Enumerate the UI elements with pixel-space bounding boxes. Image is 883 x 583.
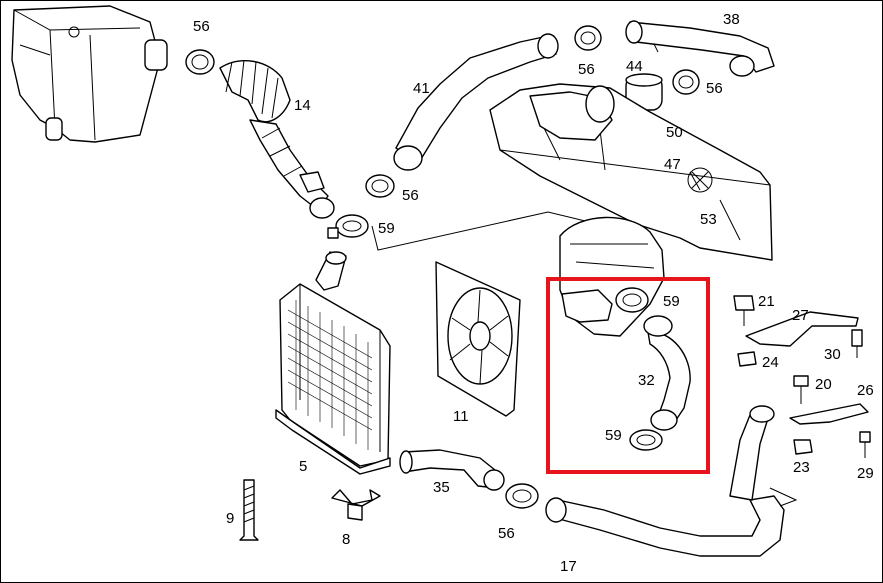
callout-labels: 56 14 41 56 38 44 56 50 56 47 53 59 21 2…	[193, 11, 874, 575]
callout-11: 11	[453, 408, 469, 425]
callout-5: 5	[299, 458, 307, 475]
callout-56: 56	[498, 525, 515, 542]
callout-47: 47	[664, 156, 681, 173]
callout-29: 29	[857, 465, 874, 482]
callout-14: 14	[294, 97, 311, 114]
intercooler-5	[275, 251, 391, 475]
callout-56: 56	[578, 61, 595, 78]
callout-26: 26	[857, 382, 874, 399]
leader-line	[371, 211, 607, 251]
highlight-box	[546, 277, 710, 474]
engine-block	[489, 83, 773, 261]
callout-56: 56	[193, 18, 210, 35]
hose-clamp-56	[185, 25, 700, 509]
callout-20: 20	[815, 376, 832, 393]
bracket-8	[331, 489, 381, 521]
callout-59: 59	[605, 427, 622, 444]
callout-59: 59	[663, 293, 680, 310]
mounting-hardware	[733, 295, 871, 458]
intake-hose-14	[219, 59, 335, 219]
callout-24: 24	[762, 354, 779, 371]
callout-41: 41	[413, 80, 430, 97]
air-filter-housing	[11, 5, 168, 143]
callout-9: 9	[226, 510, 234, 527]
hose-clamp-59	[327, 214, 369, 239]
callout-56: 56	[402, 187, 419, 204]
callout-50: 50	[666, 124, 683, 141]
fan-assembly-11	[435, 261, 521, 417]
callout-17: 17	[560, 558, 577, 575]
callout-23: 23	[793, 459, 810, 476]
callout-35: 35	[433, 479, 450, 496]
hose-32-assembly	[561, 287, 691, 451]
callout-32: 32	[638, 372, 655, 389]
callout-56: 56	[706, 80, 723, 97]
callout-8: 8	[342, 531, 350, 548]
callout-27: 27	[792, 307, 809, 324]
bolt-9	[239, 479, 259, 541]
callout-21: 21	[758, 293, 775, 310]
callout-59: 59	[378, 220, 395, 237]
callout-44: 44	[626, 58, 643, 75]
pipe-17	[545, 405, 798, 557]
hose-38	[625, 20, 775, 77]
callout-30: 30	[824, 346, 841, 363]
callout-38: 38	[723, 11, 740, 28]
callout-53: 53	[700, 211, 717, 228]
hose-35	[399, 449, 505, 491]
hose-41	[393, 33, 559, 171]
